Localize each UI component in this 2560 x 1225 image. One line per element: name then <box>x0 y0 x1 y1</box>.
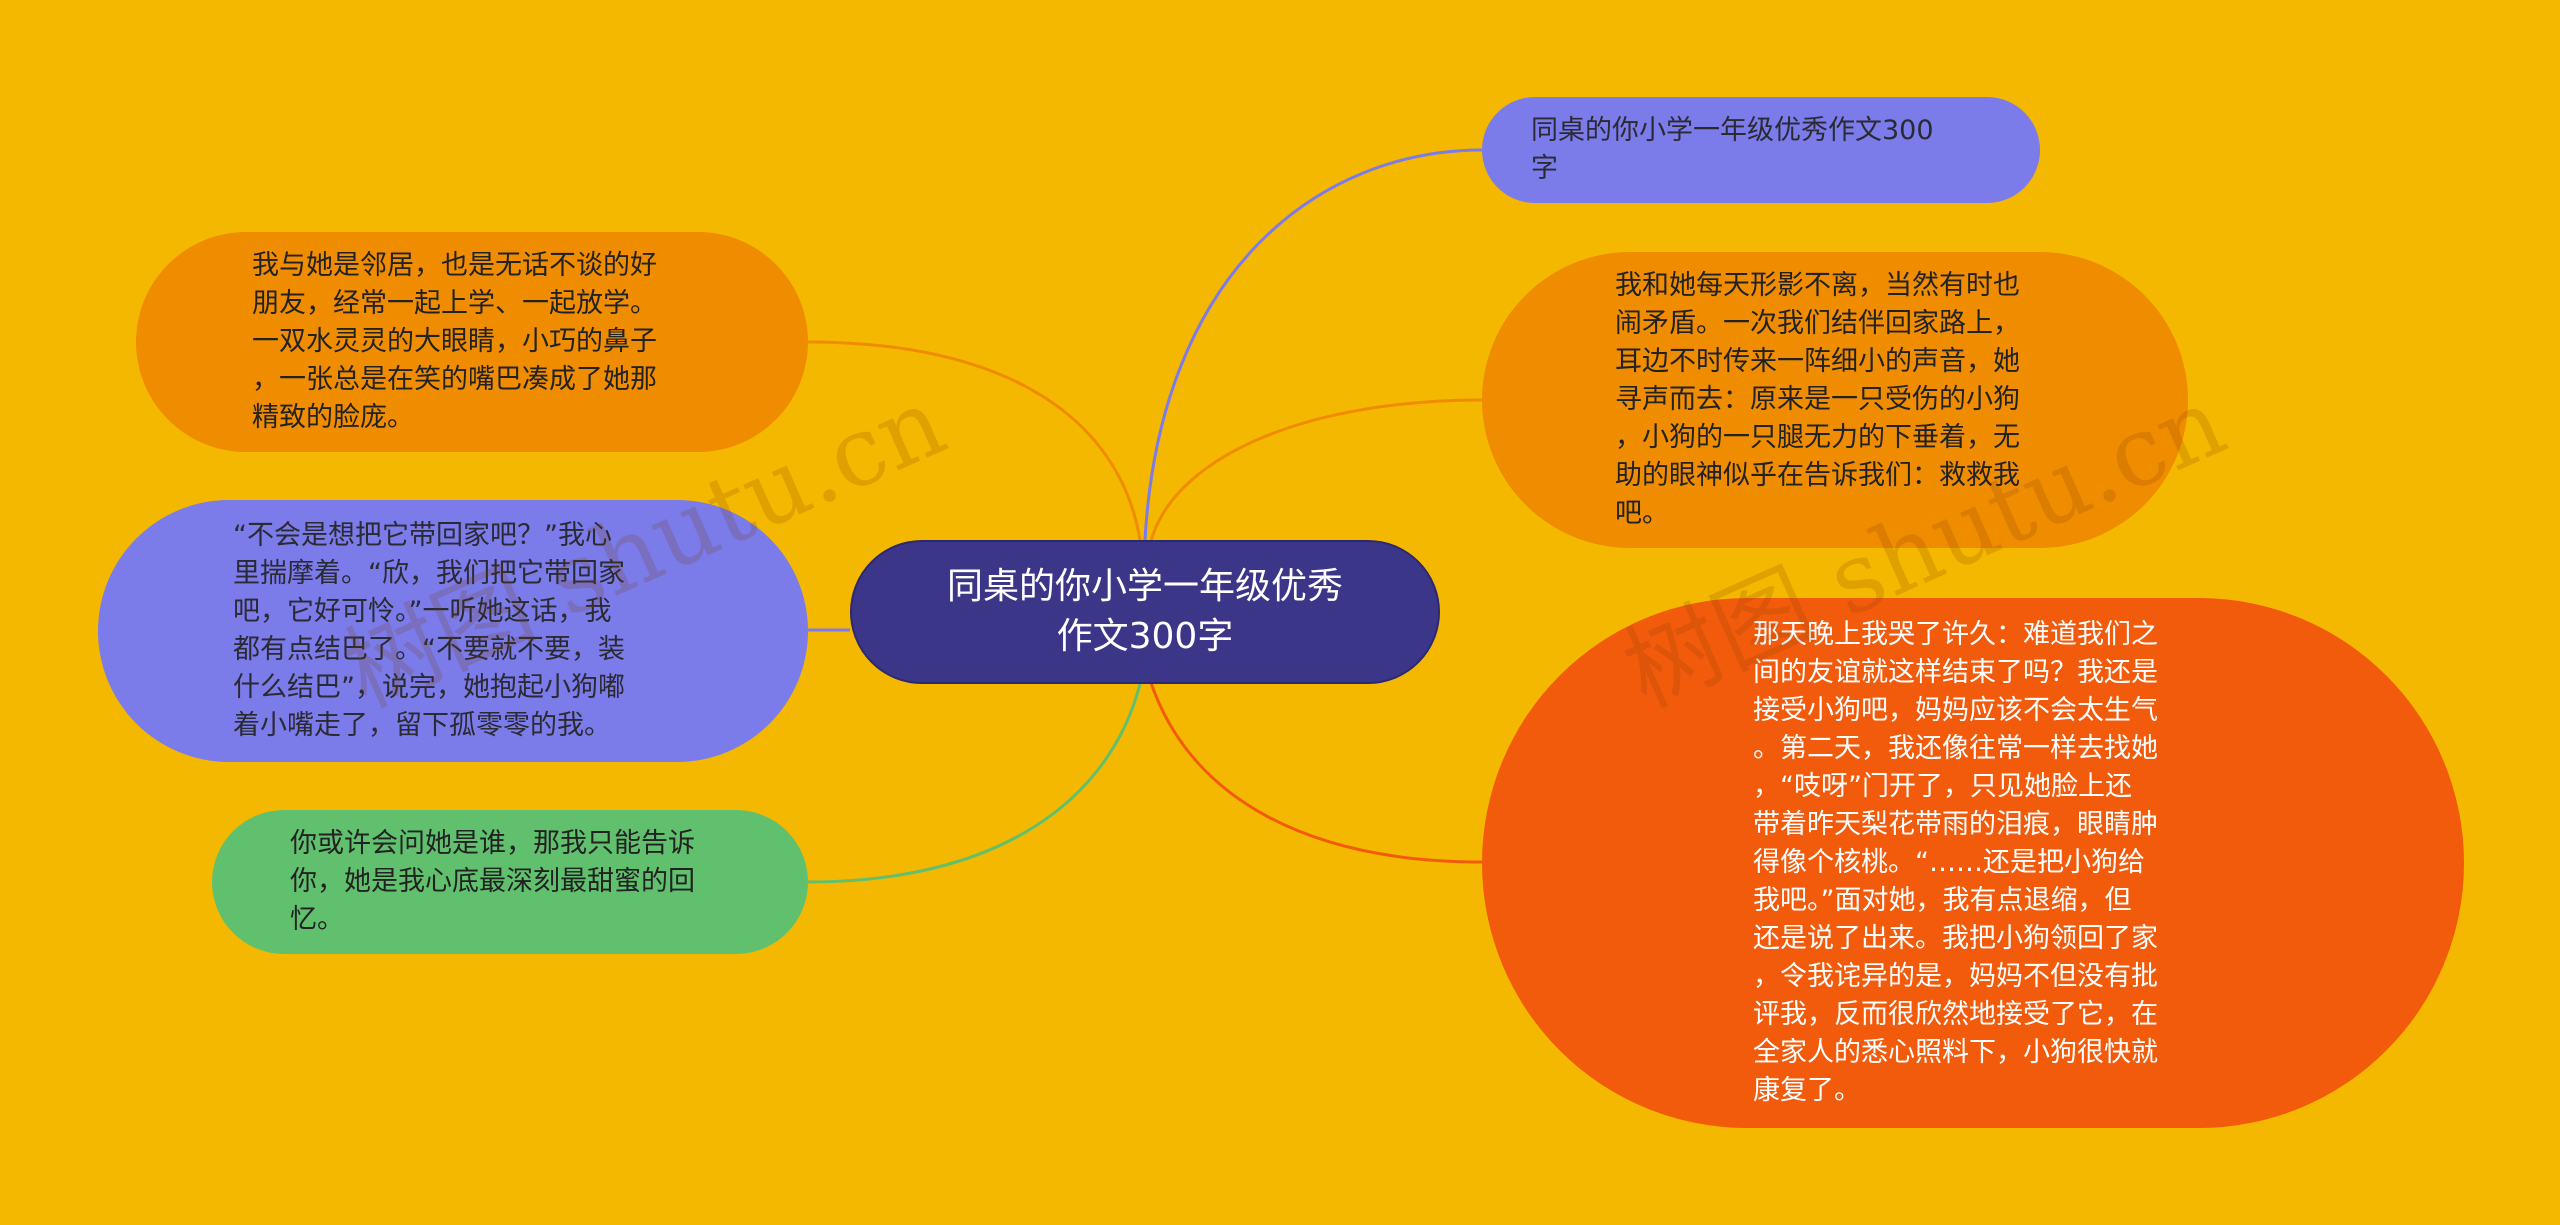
center-topic-node[interactable]: 同桌的你小学一年级优秀 作文300字 <box>850 540 1440 684</box>
title-node-text: 同桌的你小学一年级优秀作文300 字 <box>1531 115 1934 184</box>
take-dog-home-text: “不会是想把它带回家吧？”我心 里揣摩着。“欣，我们把它带回家 吧，它好可怜。”… <box>233 520 625 741</box>
neighbor-node[interactable]: 我与她是邻居，也是无话不谈的好 朋友，经常一起上学、一起放学。 一双水灵灵的大眼… <box>136 232 808 452</box>
connector-night <box>1148 679 1483 864</box>
neighbor-text: 我与她是邻居，也是无话不谈的好 朋友，经常一起上学、一起放学。 一双水灵灵的大眼… <box>252 250 657 433</box>
connector-neighbor <box>807 340 1142 541</box>
connector-daily <box>1148 398 1483 546</box>
center-topic-label: 同桌的你小学一年级优秀 作文300字 <box>946 566 1343 657</box>
daily-together-text: 我和她每天形影不离，当然有时也 闹矛盾。一次我们结伴回家路上， 耳边不时传来一阵… <box>1615 270 2020 529</box>
take-dog-home-node[interactable]: “不会是想把它带回家吧？”我心 里揣摩着。“欣，我们把它带回家 吧，它好可怜。”… <box>98 500 808 762</box>
night-cry-node[interactable]: 那天晚上我哭了许久：难道我们之 间的友谊就这样结束了吗？我还是 接受小狗吧，妈妈… <box>1482 598 2464 1128</box>
connector-title <box>1143 148 1483 541</box>
title-node[interactable]: 同桌的你小学一年级优秀作文300 字 <box>1482 97 2040 203</box>
sweet-memory-text: 你或许会问她是谁，那我只能告诉 你，她是我心底最深刻最甜蜜的回 忆。 <box>290 828 695 935</box>
night-cry-text: 那天晚上我哭了许久：难道我们之 间的友谊就这样结束了吗？我还是 接受小狗吧，妈妈… <box>1753 619 2158 1106</box>
connector-memory <box>807 683 1142 884</box>
sweet-memory-node[interactable]: 你或许会问她是谁，那我只能告诉 你，她是我心底最深刻最甜蜜的回 忆。 <box>212 810 808 954</box>
daily-together-node[interactable]: 我和她每天形影不离，当然有时也 闹矛盾。一次我们结伴回家路上， 耳边不时传来一阵… <box>1482 252 2188 548</box>
